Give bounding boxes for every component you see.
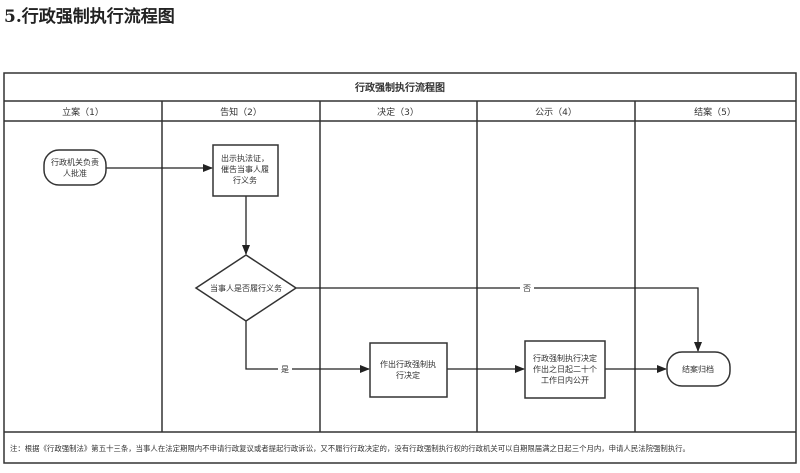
start-label: 行政机关负责 <box>51 157 99 167</box>
page-title: 5.行政强制执行流程图 <box>4 7 175 27</box>
start-label: 人批准 <box>63 168 87 178</box>
publicize-label: 作出之日起二十个 <box>533 364 597 374</box>
decision-label: 当事人是否履行义务 <box>210 283 282 293</box>
notify-label: 出示执法证， <box>221 153 269 163</box>
lane-header-4: 公示（4） <box>535 107 577 118</box>
edge-no <box>296 287 702 352</box>
end-node <box>666 351 731 387</box>
notify-node <box>212 144 279 197</box>
edge-yes <box>245 321 370 373</box>
lane-header-1: 立案（1） <box>62 106 104 118</box>
make-decision-label: 作出行政强制执 <box>380 359 436 369</box>
lane-header-2: 告知（2） <box>220 106 262 118</box>
edge-label-no: 否 <box>523 284 531 293</box>
publicize-label: 工作日内公开 <box>541 375 589 385</box>
publicize-node <box>524 340 606 399</box>
lane-header-3: 决定（3） <box>377 106 419 118</box>
footnote: 注：根据《行政强制法》第五十三条，当事人在法定期限内不申请行政复议或者提起行政诉… <box>10 444 690 453</box>
diagram-frame <box>3 72 797 464</box>
notify-label: 行义务 <box>233 175 257 185</box>
make-decision-label: 行决定 <box>396 370 420 380</box>
edge-label-yes: 是 <box>281 365 289 374</box>
start-node <box>43 149 107 186</box>
make-decision-node <box>369 342 448 398</box>
decision-node <box>194 254 298 322</box>
lane-header-5: 结案（5） <box>694 106 736 118</box>
publicize-label: 行政强制执行决定 <box>533 353 597 363</box>
notify-label: 催告当事人履 <box>221 164 269 174</box>
end-label: 结案归档 <box>682 364 714 374</box>
diagram-title: 行政强制执行流程图 <box>354 81 445 94</box>
